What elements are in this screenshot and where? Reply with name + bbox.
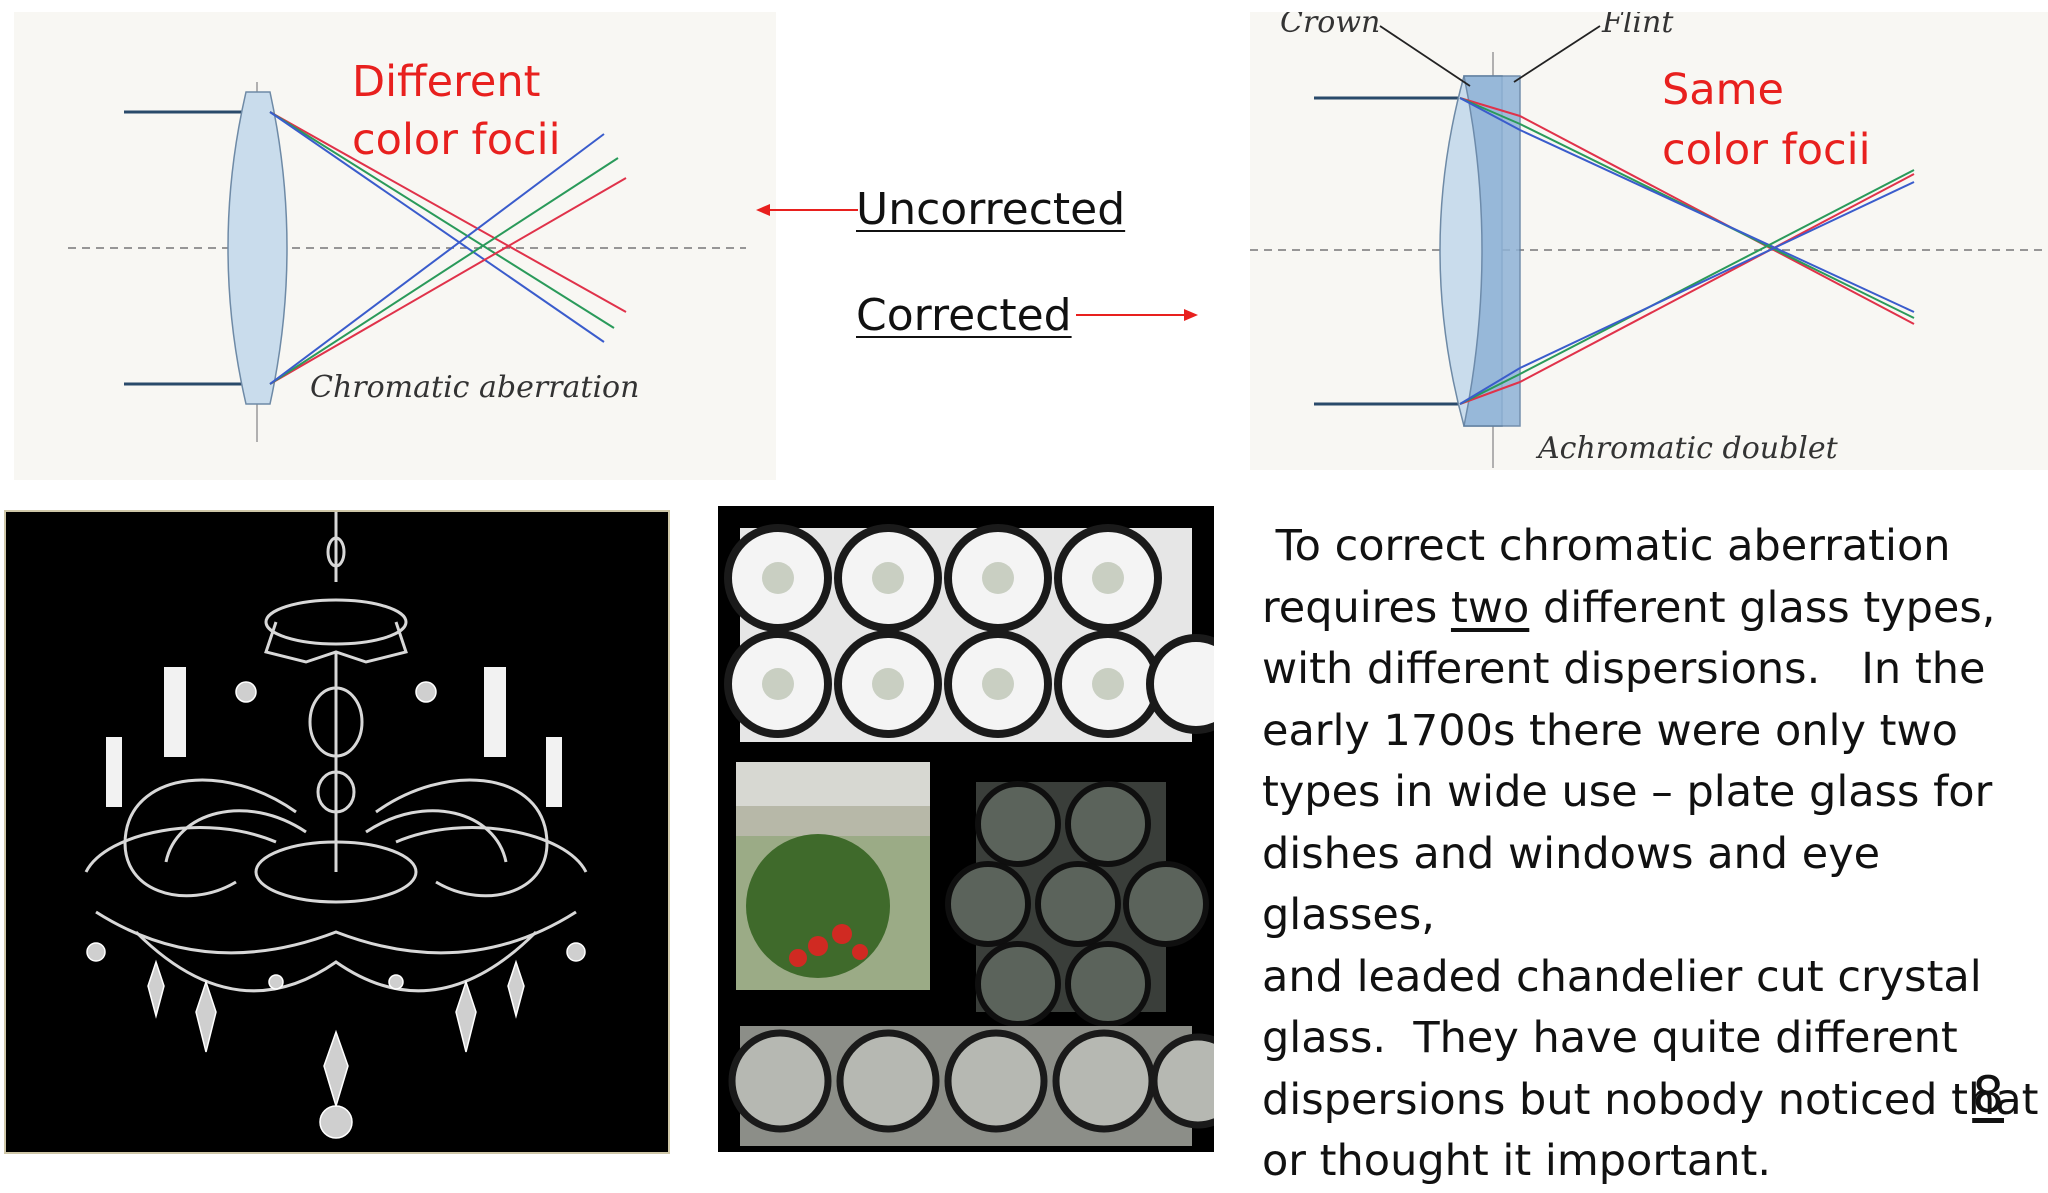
title-line2: color focii <box>1662 125 1871 175</box>
body-line: dishes and windows and eye glasses, <box>1262 828 1881 941</box>
label-arrows <box>756 204 1198 321</box>
body-line: dispersions but nobody noticed that <box>1262 1074 2039 1125</box>
body-line: and leaded chandelier cut crystal <box>1262 951 1982 1002</box>
corrected-link[interactable]: Corrected <box>856 290 1072 341</box>
refracted-rays <box>1459 97 1915 405</box>
body-line: early 1700s there were only two <box>1262 705 1958 756</box>
caption: Achromatic doublet <box>1535 431 1839 466</box>
page-number: 8 <box>1972 1066 2004 1124</box>
body-paragraph: To correct chromatic aberration requires… <box>1262 516 2042 1193</box>
title-line1: Same <box>1662 65 1784 115</box>
emphasis-two: two <box>1450 582 1530 633</box>
crown-label: Crown <box>1280 12 1380 40</box>
caption: Chromatic aberration <box>310 370 639 405</box>
achromatic-doublet-diagram: Crown Flint Same color focii Achromatic … <box>1250 5 2048 470</box>
leaded-window-photo <box>718 506 1214 1152</box>
body-line: glass. They have quite different <box>1262 1013 1958 1063</box>
title-line2: color focii <box>352 115 561 165</box>
flint-label: Flint <box>1601 12 1674 40</box>
body-line: with different dispersions. In the <box>1262 644 1986 694</box>
uncorrected-lens-diagram: Different color focii Chromatic aberrati… <box>14 12 776 480</box>
title-line1: Different <box>352 57 540 107</box>
refracted-rays <box>269 111 627 385</box>
flint-lens <box>1463 75 1521 427</box>
chandelier-photo <box>4 510 670 1154</box>
body-line: or thought it important. <box>1262 1136 1771 1186</box>
single-lens <box>227 91 288 405</box>
body-line: To correct chromatic aberration <box>1275 521 1951 571</box>
uncorrected-link[interactable]: Uncorrected <box>856 184 1126 235</box>
body-line: types in wide use – plate glass for <box>1262 767 1993 817</box>
